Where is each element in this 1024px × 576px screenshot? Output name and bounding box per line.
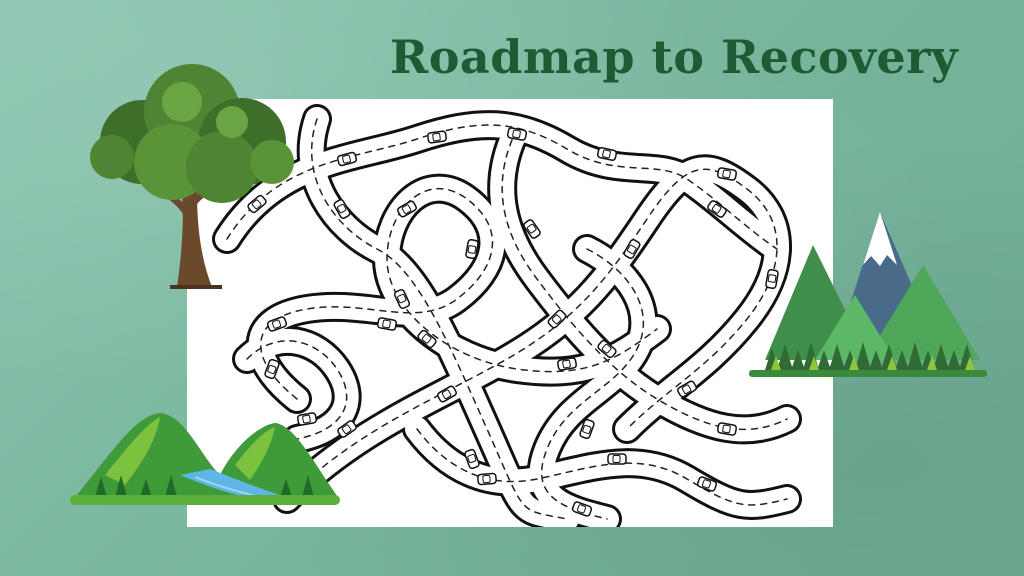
hills-icon [70,413,340,505]
slide-title: Roadmap to Recovery [390,30,959,84]
tree-illustration [82,62,302,296]
mountains-illustration [745,210,990,389]
mountain-icon [749,212,987,377]
road-map-illustration [187,99,833,527]
road-map-drawing [212,104,802,527]
tree-icon [90,64,294,289]
hills-illustration [70,405,340,514]
